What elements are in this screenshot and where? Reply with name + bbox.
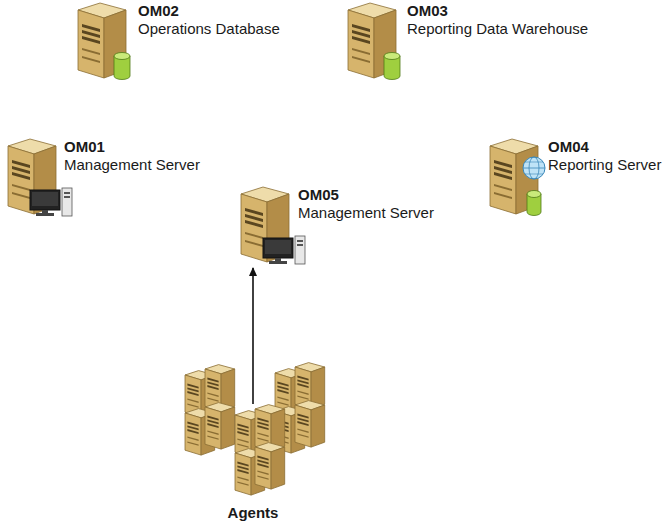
server-node: OM01Management Server bbox=[0, 138, 204, 218]
server-name: OM05 bbox=[298, 186, 434, 204]
server-role: Reporting Data Warehouse bbox=[407, 20, 588, 38]
server-icon bbox=[70, 2, 136, 82]
server-node: OM03Reporting Data Warehouse bbox=[340, 2, 592, 82]
server-role: Reporting Server bbox=[548, 156, 661, 174]
server-role: Management Server bbox=[64, 156, 200, 174]
agent-group: Agents bbox=[178, 362, 328, 522]
agent-servers-icon bbox=[178, 362, 328, 500]
label-block: OM03Reporting Data Warehouse bbox=[407, 2, 588, 38]
server-node: OM02Operations Database bbox=[70, 2, 284, 82]
label-block: OM04Reporting Server bbox=[548, 138, 661, 174]
server-role: Management Server bbox=[298, 204, 434, 222]
server-name: Agents bbox=[228, 504, 279, 522]
label-block: OM05Management Server bbox=[298, 186, 434, 222]
server-name: OM02 bbox=[138, 2, 280, 20]
server-node: OM05Management Server bbox=[233, 186, 438, 266]
server-role: Operations Database bbox=[138, 20, 280, 38]
label-block: OM02Operations Database bbox=[138, 2, 280, 38]
server-icon bbox=[0, 138, 74, 218]
connector-arrow bbox=[252, 268, 254, 404]
server-name: OM01 bbox=[64, 138, 200, 156]
server-node: OM04Reporting Server bbox=[482, 138, 665, 218]
server-icon bbox=[482, 138, 548, 218]
server-icon bbox=[340, 2, 406, 82]
label-block: Agents bbox=[228, 504, 279, 522]
server-icon bbox=[233, 186, 307, 266]
server-name: OM03 bbox=[407, 2, 588, 20]
server-name: OM04 bbox=[548, 138, 661, 156]
label-block: OM01Management Server bbox=[64, 138, 200, 174]
